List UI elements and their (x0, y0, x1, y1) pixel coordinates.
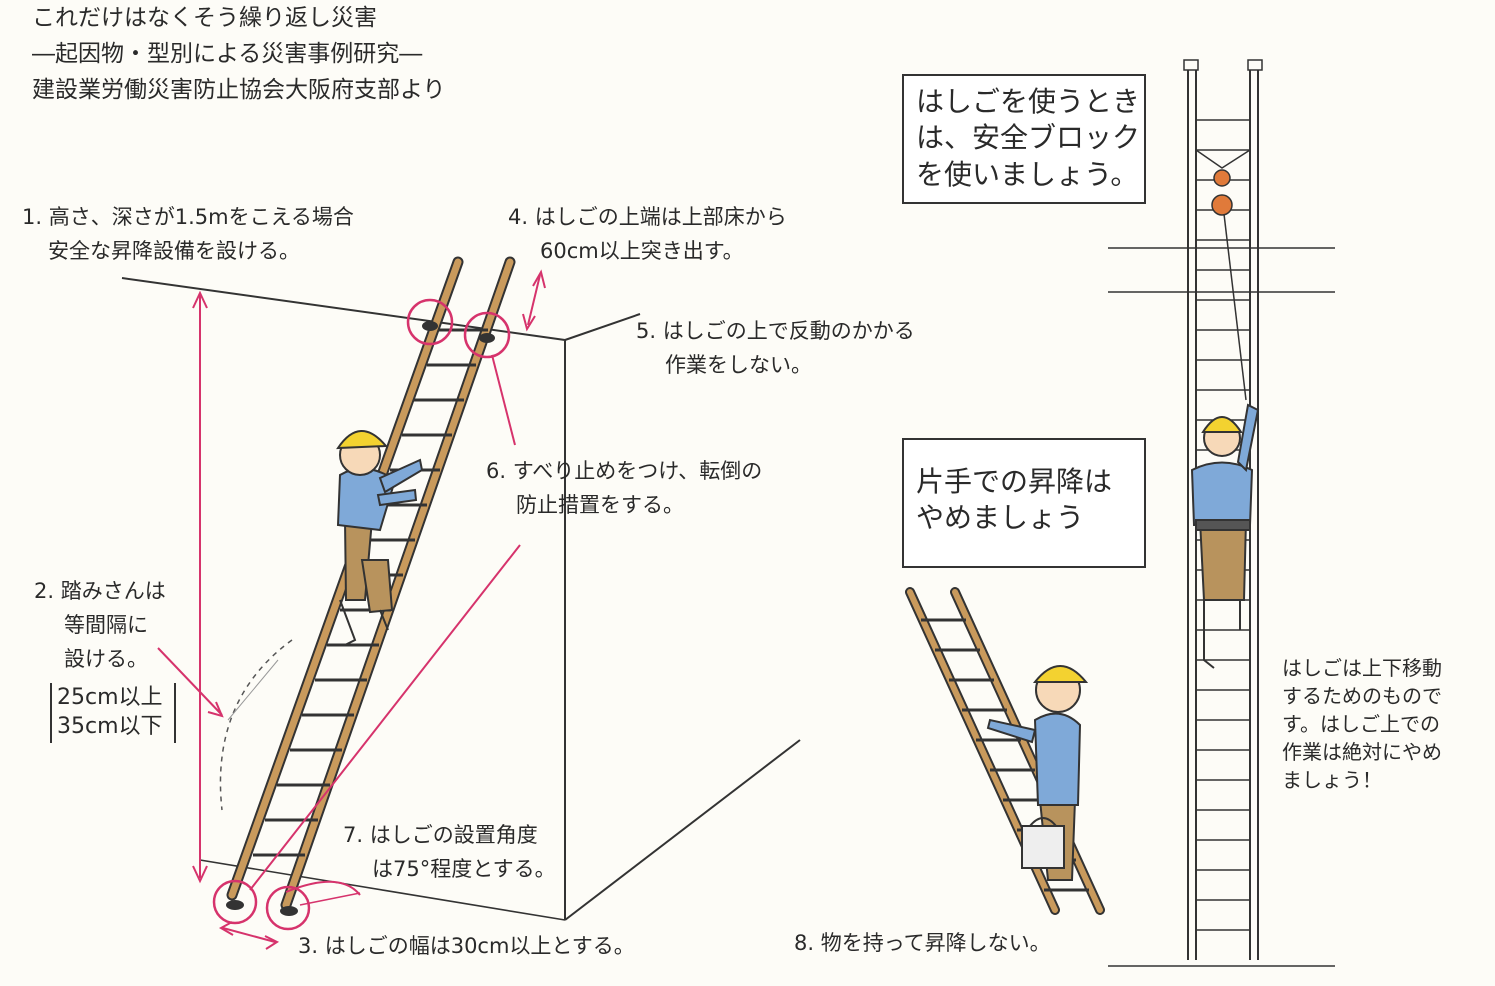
climbing-worker (336, 430, 424, 646)
rung-spacing-min: 25cm以上 (57, 685, 163, 710)
wall-structure (121, 277, 801, 921)
side-note-line4: 作業は絶対にやめ (1282, 740, 1442, 764)
note-5-line1: 5. はしごの上で反動のかかる (636, 319, 915, 343)
note-4-line2: 60cm以上突き出す。 (540, 239, 744, 263)
note-6-line1: 6. すべり止めをつけ、転倒の (486, 459, 763, 483)
safety-block-worker (1190, 403, 1260, 669)
one-hand-callout-line1: 片手での昇降は (916, 465, 1113, 498)
note-8: 8. 物を持って昇降しない。 (794, 931, 1051, 955)
safety-block-device (1211, 169, 1247, 401)
safety-block-callout: はしごを使うとき は、安全ブロック を使いましょう。 (902, 74, 1146, 204)
pointer-lines (157, 269, 546, 950)
note-1-line1: 1. 高さ、深さが1.5mをこえる場合 (22, 205, 354, 229)
header-subtitle: ―起因物・型別による災害事例研究― (32, 41, 423, 67)
note-2-line1: 2. 踏みさんは (34, 579, 166, 603)
note-5-line2: 作業をしない。 (665, 353, 812, 377)
safety-block-callout-line3: を使いましょう。 (916, 157, 1139, 191)
header-source: 建設業労働災害防止協会大阪府支部より (32, 77, 446, 103)
note-2-line3: 設ける。 (64, 647, 148, 671)
one-hand-callout-line2: やめましょう (916, 501, 1085, 535)
header-title: これだけはなくそう繰り返し災害 (32, 5, 377, 31)
note-4-line1: 4. はしごの上端は上部床から (508, 205, 787, 229)
one-hand-callout: 片手での昇降は やめましょう (902, 438, 1146, 568)
note-7-line1: 7. はしごの設置角度 (343, 823, 538, 847)
marker-circles (212, 298, 511, 931)
carrying-worker (986, 665, 1089, 881)
side-note-line3: す。はしご上での (1282, 712, 1440, 736)
note-2-line2: 等間隔に (64, 613, 148, 637)
rung-spacing-bracket: 25cm以上 35cm以下 (50, 683, 176, 743)
note-1-line2: 安全な昇降設備を設ける。 (48, 239, 300, 263)
safety-block-callout-line2: は、安全ブロック (916, 121, 1141, 155)
rung-spacing-max: 35cm以下 (57, 714, 163, 740)
note-7-line2: は75°程度とする。 (372, 857, 556, 881)
side-note-line1: はしごは上下移動 (1282, 656, 1442, 680)
safety-block-callout-line1: はしごを使うとき (916, 85, 1141, 118)
side-note-line5: ましょう！ (1282, 768, 1382, 792)
ladder-feet (226, 321, 495, 916)
side-note-line2: するためのもので (1282, 684, 1442, 708)
angle-guide-arc-2 (227, 659, 279, 721)
note-6-line2: 防止措置をする。 (516, 493, 684, 517)
note-3: 3. はしごの幅は30cm以上とする。 (298, 934, 635, 958)
